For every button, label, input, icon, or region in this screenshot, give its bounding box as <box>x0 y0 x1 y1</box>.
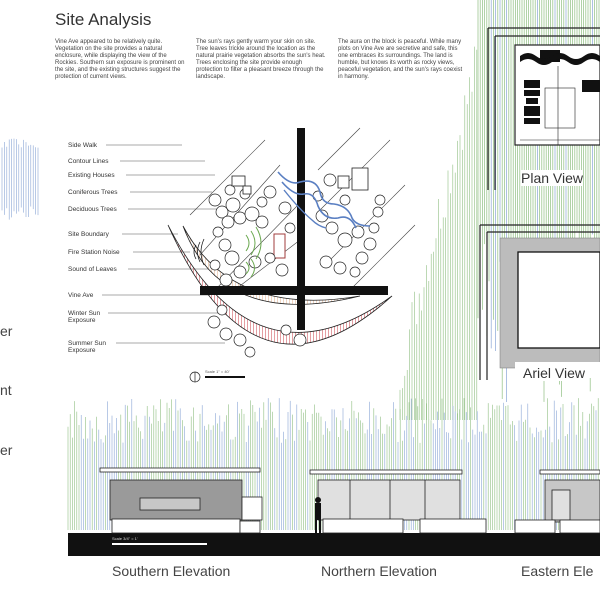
legend-fire-station-noise: Fire Station Noise <box>68 249 120 256</box>
elevation-scale-note: Scale 3/4" = 1' <box>112 536 138 541</box>
legend-side-walk: Side Walk <box>68 142 98 149</box>
northern-elevation-label: Northern Elevation <box>321 563 437 579</box>
paragraph-2: The sun's rays gently warm your skin on … <box>196 39 326 80</box>
legend-summer-sun: Summer Sun Exposure <box>68 340 106 354</box>
legend-vine-ave: Vine Ave <box>68 292 94 299</box>
legend-coniferous-trees: Coniferous Trees <box>68 189 118 196</box>
legend-winter-sun: Winter Sun Exposure <box>68 310 101 324</box>
southern-elevation-label: Southern Elevation <box>112 563 231 579</box>
legend-contour-lines: Contour Lines <box>68 158 109 165</box>
legend-site-boundary: Site Boundary <box>68 231 109 238</box>
left-fragment-3: er <box>0 442 13 458</box>
legend-sound-of-leaves: Sound of Leaves <box>68 266 117 273</box>
plan-scale-note: Scale 1" = 40' <box>205 369 230 374</box>
left-fragment-1: er <box>0 323 13 339</box>
paragraph-3: The aura on the block is peaceful. While… <box>338 39 463 80</box>
legend-deciduous-trees: Deciduous Trees <box>68 206 117 213</box>
left-fragment-2: nt <box>0 382 12 398</box>
page-title: Site Analysis <box>55 10 152 29</box>
eastern-elevation-label: Eastern Ele <box>521 563 594 579</box>
paragraph-1: Vine Ave appeared to be relatively quite… <box>55 39 185 80</box>
legend-existing-houses: Existing Houses <box>68 172 115 179</box>
plan-view-label: Plan View <box>521 170 584 186</box>
ariel-view-label: Ariel View <box>523 365 585 381</box>
